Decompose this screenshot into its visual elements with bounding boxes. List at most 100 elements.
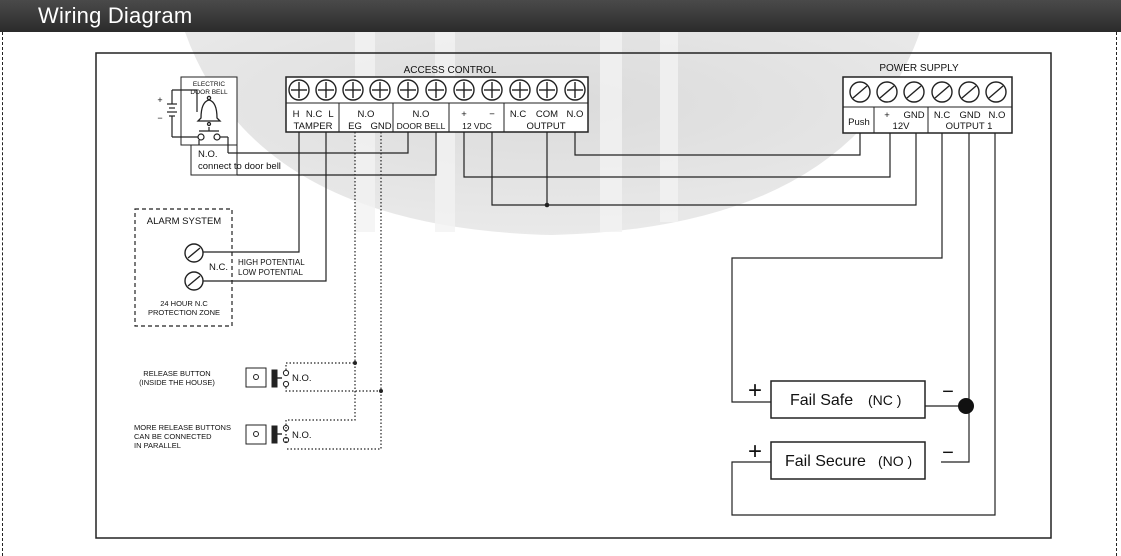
terminal-screw-icon: [564, 79, 586, 101]
wire-tamper-high: [203, 132, 300, 253]
fail-secure-mode: (NO ): [878, 453, 912, 469]
terminal-screw-icon: [425, 79, 447, 101]
wire-out-gnd: [941, 133, 970, 463]
alarm-zone-1: 24 HOUR N.C: [160, 299, 208, 308]
alarm-high-potential: HIGH POTENTIAL: [238, 258, 305, 267]
terminal-screw-icon: [342, 79, 364, 101]
release-button-line1: RELEASE BUTTON: [143, 369, 210, 378]
fail-safe-mode: (NC ): [868, 392, 901, 408]
terminal-screw-icon: [985, 81, 1007, 103]
terminal-screw-icon: [849, 81, 871, 103]
wires: [203, 132, 996, 516]
ac-label-no-bell: N.O: [413, 109, 430, 120]
release-button: RELEASE BUTTON (INSIDE THE HOUSE) N.O.: [139, 367, 312, 388]
wire-out-nc: [731, 133, 943, 403]
ac-label-out-nc: N.C: [510, 109, 527, 120]
ps-label-no: N.O: [989, 110, 1006, 121]
ac-label-minus: −: [489, 109, 495, 120]
ac-group-tamper: TAMPER: [294, 121, 333, 132]
page-title: Wiring Diagram: [38, 3, 193, 28]
push-button-icon: [245, 367, 290, 388]
door-bell-title-1: ELECTRIC: [193, 81, 225, 88]
power-supply-terminal-block: [842, 76, 1013, 134]
terminal-screw-icon: [481, 79, 503, 101]
access-control-labels: H N.C L N.O EG GND N.O + − N.C COM N.O T…: [293, 109, 584, 132]
power-supply-labels: Push + GND N.C GND N.O 12V OUTPUT 1: [848, 110, 1005, 132]
push-button-icon-2: [245, 424, 290, 445]
power-supply-screws: [849, 81, 1007, 103]
alarm-title: ALARM SYSTEM: [147, 216, 222, 227]
access-control-terminal-block: [285, 76, 589, 133]
terminal-screw-icon: [453, 79, 475, 101]
fail-safe-minus: −: [942, 381, 954, 403]
terminal-screw-icon: [931, 81, 953, 103]
fail-secure-name: Fail Secure: [785, 453, 866, 470]
power-supply-title: POWER SUPPLY: [879, 63, 959, 74]
ac-label-eg: EG: [348, 121, 362, 132]
ac-group-12vdc: 12 VDC: [462, 121, 492, 131]
wire-tamper-low: [203, 132, 327, 282]
header-bar: Wiring Diagram: [0, 0, 1121, 32]
terminal-screw-icon: [903, 81, 925, 103]
diagram-frame: [95, 52, 1052, 539]
wire-12v-minus: [491, 132, 917, 206]
ps-label-push: Push: [848, 117, 870, 128]
ps-label-nc: N.C: [934, 110, 951, 121]
fail-safe-plus: +: [748, 377, 762, 404]
left-dashed-border: [2, 32, 3, 556]
bell-icon: [196, 95, 222, 127]
wire-push: [574, 132, 861, 156]
more-buttons-line3: IN PARALLEL: [134, 441, 181, 450]
fail-safe-name: Fail Safe: [790, 392, 853, 409]
more-buttons-line2: CAN BE CONNECTED: [134, 432, 212, 441]
access-control-title: ACCESS CONTROL: [404, 65, 497, 76]
ac-label-out-no: N.O: [567, 109, 584, 120]
alarm-zone-2: PROTECTION ZONE: [148, 308, 220, 317]
terminal-screw-icon: [288, 79, 310, 101]
ps-group-output1: OUTPUT 1: [946, 121, 993, 132]
terminal-screw-icon: [397, 79, 419, 101]
alarm-screw-icons: [184, 243, 204, 291]
ac-group-output: OUTPUT: [526, 121, 565, 132]
dot-junction-2: [379, 389, 383, 393]
battery-icon: [167, 89, 199, 138]
wire-bell-b: [237, 132, 437, 176]
dot-junction-1: [353, 361, 357, 365]
dotted-wires: [285, 132, 382, 450]
ac-label-nc: N.C: [306, 109, 323, 120]
ac-label-plus: +: [461, 109, 467, 120]
ps-label-plus: +: [884, 110, 890, 121]
wire-junction-com: [544, 202, 550, 208]
wire-bell-a: [228, 132, 409, 154]
more-buttons-line1: MORE RELEASE BUTTONS: [134, 423, 231, 432]
terminal-screw-icon: [958, 81, 980, 103]
wire-12v-plus: [463, 132, 891, 178]
terminal-screw-icon: [536, 79, 558, 101]
door-bell-note: connect to door bell: [198, 161, 281, 172]
wire-junction-gnd: [958, 398, 974, 414]
ac-label-no-eg: N.O: [358, 109, 375, 120]
alarm-contact: N.C.: [209, 262, 228, 273]
door-bell-title-2: DOOR BELL: [190, 89, 228, 96]
wire-eg: [285, 132, 356, 443]
alarm-low-potential: LOW POTENTIAL: [238, 268, 303, 277]
more-release-buttons: MORE RELEASE BUTTONS CAN BE CONNECTED IN…: [134, 423, 312, 450]
wire-gnd: [286, 132, 382, 450]
wire-out-no: [731, 133, 996, 516]
fail-secure-lock: Fail Secure (NO ) + −: [748, 438, 954, 480]
ac-label-l: L: [328, 109, 333, 120]
ps-group-12v: 12V: [893, 121, 911, 132]
battery-plus: +: [157, 95, 162, 105]
fail-safe-lock: Fail Safe (NC ) + −: [748, 377, 954, 419]
ac-label-gnd: GND: [370, 121, 391, 132]
access-control-screws: [288, 79, 586, 101]
release-button-contact: N.O.: [292, 373, 312, 384]
ac-label-out-com: COM: [536, 109, 558, 120]
alarm-system: ALARM SYSTEM N.C. 24 HOUR N.C PROTECTION…: [134, 208, 305, 327]
release-button-line2: (INSIDE THE HOUSE): [139, 378, 215, 387]
fail-secure-plus: +: [748, 438, 762, 465]
ps-label-gnd: GND: [903, 110, 924, 121]
terminal-screw-icon: [876, 81, 898, 103]
door-bell: ELECTRIC DOOR BELL + −: [157, 76, 281, 176]
